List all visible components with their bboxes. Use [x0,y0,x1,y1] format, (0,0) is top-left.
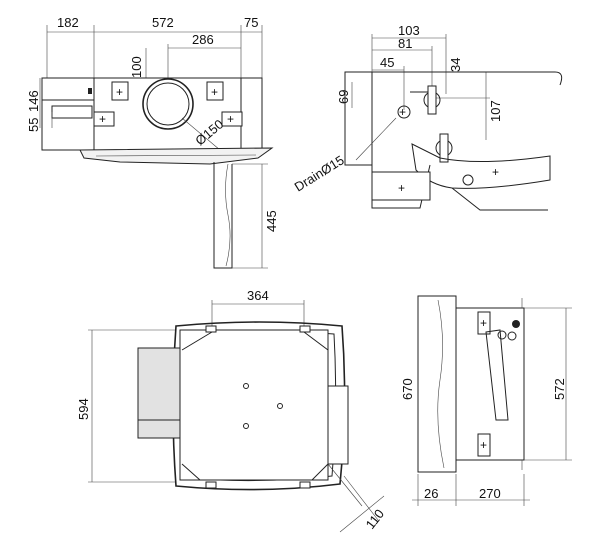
front-panel [79,147,274,165]
panel-profile [213,162,233,269]
duct-outer [142,78,194,130]
dim-445: 445 [264,210,279,232]
dim-100: 100 [129,56,144,78]
dim-572b: 572 [552,378,567,400]
bracket-left [111,81,129,101]
dim-55: 55 [26,118,41,132]
dim-26: 26 [424,486,438,501]
svg-text:+: + [480,438,487,452]
end-panel [417,295,457,473]
dim-670: 670 [400,378,415,400]
dim-75: 75 [244,15,258,30]
svg-text:+: + [398,181,405,195]
dim-drain: DrainØ15 [292,152,347,194]
duct-inner [146,82,190,126]
top-side-box [137,347,181,439]
side-panel-slope [411,143,551,189]
end-slope-plate [485,329,509,421]
svg-text:+: + [492,165,499,179]
dim-146: 146 [26,90,41,112]
dim-110: 110 [363,506,388,532]
dim-81: 81 [398,36,412,51]
side-view: 103 81 45 34 107 69 + + + DrainØ15 [292,23,563,211]
dim-364: 364 [247,288,269,303]
end-view: 670 + + 572 26 270 [400,295,572,506]
svg-text:+: + [99,112,106,126]
svg-text:+: + [227,112,234,126]
svg-text:+: + [116,85,123,99]
dim-286: 286 [192,32,214,47]
svg-text:+: + [480,316,487,330]
dim-572: 572 [152,15,174,30]
dim-69: 69 [336,90,351,104]
dim-103: 103 [398,23,420,38]
dim-270: 270 [479,486,501,501]
dim-182: 182 [57,15,79,30]
top-body [179,329,329,481]
drain-port [397,105,411,119]
dim-594: 594 [76,398,91,420]
side-body-top [372,71,563,86]
dim-107: 107 [488,100,503,122]
bracket-right [206,81,224,101]
svg-text:+: + [211,85,218,99]
top-view: 364 594 110 [76,288,388,533]
side-body-left [344,71,373,166]
dim-34: 34 [448,58,463,72]
dim-45: 45 [380,55,394,70]
svg-text:+: + [399,105,406,119]
front-view: 182 572 75 286 100 + + + + Ø150 [26,15,279,269]
